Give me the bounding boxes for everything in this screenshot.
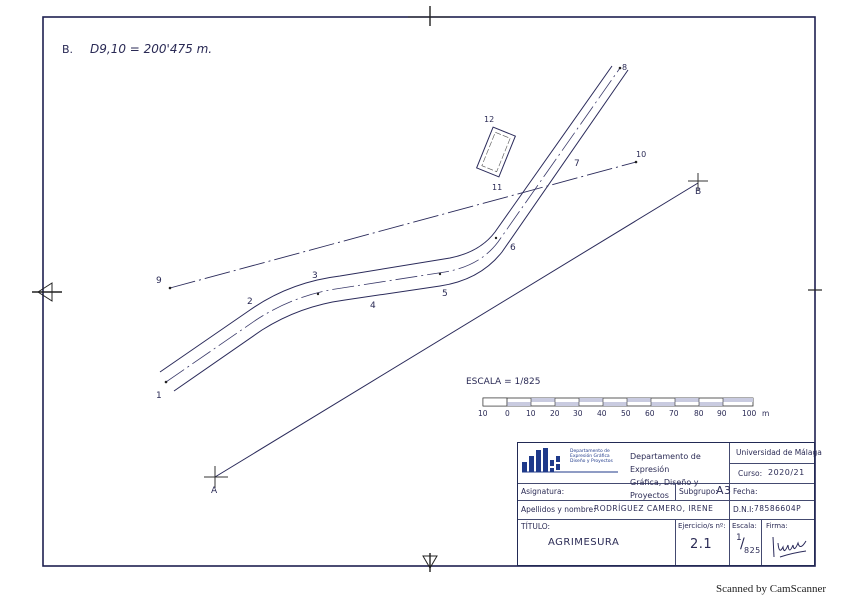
label-point-7: 7 (574, 159, 580, 169)
exercise-cell: Ejercicio/s nº: 2.1 (676, 519, 730, 565)
label-point-11: 11 (492, 183, 502, 192)
line-A-B (214, 182, 699, 478)
svg-text:80: 80 (694, 409, 704, 418)
orientation-mark-bottom (422, 553, 438, 572)
svg-text:10: 10 (478, 409, 488, 418)
logo-department-cell: Departamento de Expresión Gráfica Diseño… (518, 443, 730, 500)
svg-text:70: 70 (669, 409, 679, 418)
label-point-10: 10 (636, 150, 646, 159)
orientation-mark-left (32, 282, 62, 302)
label-point-9: 9 (156, 276, 162, 286)
svg-text:60: 60 (645, 409, 655, 418)
building-11-12 (475, 126, 517, 178)
signature-cell: Firma: (762, 519, 814, 565)
label-point-2: 2 (247, 297, 253, 307)
title-block-header-row: Departamento de Expresión Gráfica Diseño… (518, 443, 822, 500)
title-row: TÍTULO: AGRIMESURA Ejercicio/s nº: 2.1 E… (518, 519, 814, 565)
svg-text:20: 20 (550, 409, 560, 418)
svg-text:0: 0 (505, 409, 510, 418)
svg-text:90: 90 (717, 409, 727, 418)
date-cell: Fecha: (733, 487, 758, 496)
name-row: Apellidos y nombre: RODRÍGUEZ CAMERO, IR… (518, 500, 814, 520)
svg-text:30: 30 (573, 409, 583, 418)
label-point-6: 6 (510, 243, 516, 253)
road-edge-upper (159, 65, 613, 373)
subject-row: Asignatura: Subgrupo: A3 Fecha: (518, 483, 814, 501)
signature-icon (772, 536, 807, 558)
svg-text:10: 10 (526, 409, 536, 418)
label-point-3: 3 (312, 271, 318, 281)
title-cell: TÍTULO: AGRIMESURA (518, 519, 676, 565)
label-point-B: B (695, 187, 701, 197)
university-cell: Universidad de Málaga (730, 443, 822, 464)
road-edge-lower (173, 69, 629, 392)
scanner-watermark: Scanned by CamScanner (716, 583, 826, 595)
title-block: Departamento de Expresión Gráfica Diseño… (517, 442, 822, 566)
point-A-cross (204, 466, 228, 488)
svg-text:m: m (762, 409, 769, 418)
label-point-A: A (211, 486, 218, 496)
label-point-5: 5 (442, 289, 448, 299)
scale-ticks: 10 0 10 20 30 40 50 60 70 80 90 100 m (478, 409, 769, 418)
subject-cell: Asignatura: (518, 483, 676, 500)
point-B-cross (688, 173, 708, 191)
name-cell: Apellidos y nombre: RODRÍGUEZ CAMERO, IR… (518, 500, 730, 519)
svg-text:50: 50 (621, 409, 631, 418)
scale-title: ESCALA = 1/825 (466, 377, 540, 387)
label-point-12: 12 (484, 115, 494, 124)
university-logo-icon (522, 448, 618, 473)
annotation-formula: D9,10 = 200'475 m. (90, 42, 212, 56)
scale-cell: Escala: 1 / 825 (730, 519, 762, 565)
subgroup-cell: Subgrupo: A3 (676, 483, 731, 500)
line-9-10 (169, 161, 637, 289)
road-centerline (165, 67, 621, 383)
svg-text:40: 40 (597, 409, 607, 418)
course-cell: Curso: 2020/21 (738, 468, 805, 478)
logo-text: Departamento de Expresión Gráfica Diseño… (570, 449, 613, 464)
label-point-8: 8 (622, 63, 627, 72)
graphic-scale-bar (482, 397, 754, 407)
dni-cell: D.N.I: 78586604P (733, 504, 802, 514)
label-point-4: 4 (370, 301, 376, 311)
department-name: Departamento de Expresión Gráfica, Diseñ… (630, 452, 701, 500)
label-point-1: 1 (156, 391, 162, 401)
annotation-point-label: B. (62, 43, 73, 56)
svg-text:100: 100 (742, 409, 757, 418)
